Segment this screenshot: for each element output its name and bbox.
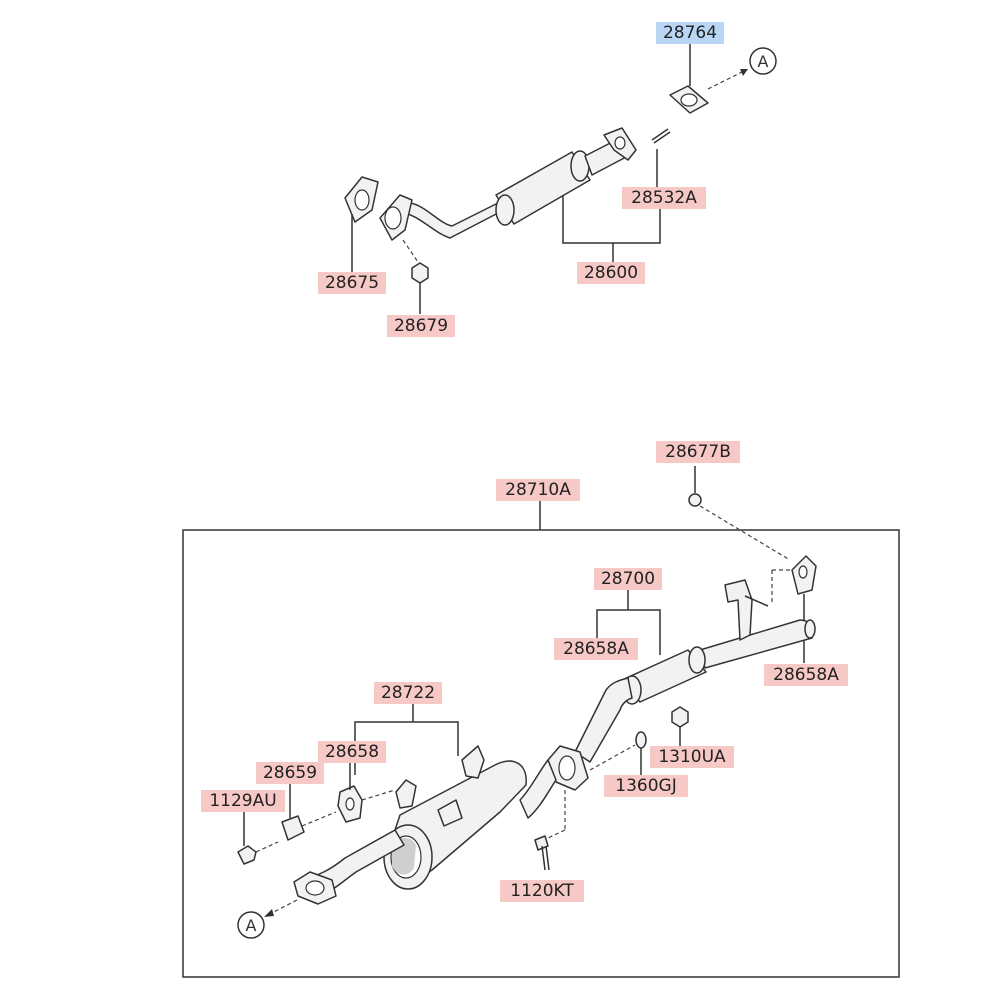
part-label-28600[interactable]: 28600 xyxy=(577,262,645,284)
front-pipe-28600 xyxy=(379,127,637,241)
arrow-head-top xyxy=(740,69,748,76)
middle-flange xyxy=(547,745,589,791)
stud-28532a xyxy=(651,128,671,188)
part-label-28764[interactable]: 28764 xyxy=(656,22,724,44)
assembly-box-28710a xyxy=(182,529,900,978)
hanger-28658 xyxy=(337,762,396,823)
tail-pipe-28700 xyxy=(574,579,816,763)
gasket-28764 xyxy=(669,44,709,114)
part-label-1360gj[interactable]: 1360GJ xyxy=(604,775,688,797)
main-muffler-28722 xyxy=(293,745,557,905)
part-label-28675[interactable]: 28675 xyxy=(318,272,386,294)
connector-a-top-circle xyxy=(749,47,777,75)
sleeve-28659 xyxy=(281,782,337,841)
arrow-head-bottom xyxy=(264,909,274,917)
part-label-1310ua[interactable]: 1310UA xyxy=(650,746,734,768)
bolt-1129au xyxy=(237,812,279,865)
part-label-1120kt[interactable]: 1120KT xyxy=(500,880,584,902)
part-label-1129au[interactable]: 1129AU xyxy=(201,790,285,812)
bolt-1120kt xyxy=(534,790,566,871)
front-pipe-assembly: A xyxy=(344,44,777,314)
connector-a-bottom-circle xyxy=(237,911,265,939)
part-label-28659[interactable]: 28659 xyxy=(256,762,324,784)
part-label-28710a[interactable]: 28710A xyxy=(496,479,580,501)
part-label-28677b[interactable]: 28677B xyxy=(656,441,740,463)
part-label-28679[interactable]: 28679 xyxy=(387,315,455,337)
part-label-28658a-right[interactable]: 28658A xyxy=(764,664,848,686)
nut-28679 xyxy=(402,239,429,314)
nut-1310ua xyxy=(671,706,689,746)
part-label-28700[interactable]: 28700 xyxy=(594,568,662,590)
gasket-28675 xyxy=(344,176,379,272)
part-label-28658a-left[interactable]: 28658A xyxy=(554,638,638,660)
part-label-28658[interactable]: 28658 xyxy=(318,741,386,763)
connector-a-bottom-text: A xyxy=(246,916,257,935)
part-label-28532a[interactable]: 28532A xyxy=(622,187,706,209)
leader-28600 xyxy=(562,196,661,244)
main-muffler-assembly: A xyxy=(182,466,900,978)
connector-a-top-text: A xyxy=(758,52,769,71)
gasket-1360gj xyxy=(635,731,647,775)
connector-a-top-arrow xyxy=(707,69,747,90)
part-label-28722[interactable]: 28722 xyxy=(374,682,442,704)
nut-28677b xyxy=(688,466,791,561)
